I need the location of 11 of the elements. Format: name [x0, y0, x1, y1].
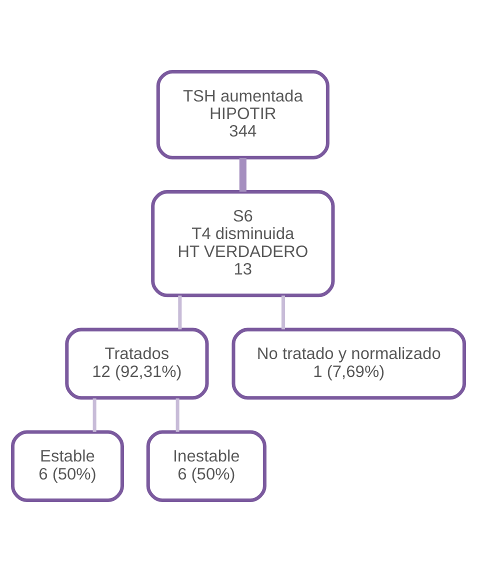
node-box: S6 T4 disminuida HT VERDADERO 13 — [151, 190, 335, 298]
connector — [176, 398, 180, 432]
connector — [281, 296, 285, 330]
node-box: Inestable 6 (50%) — [146, 430, 266, 502]
node-box: TSH aumentada HIPOTIR 344 — [156, 70, 330, 160]
node-box: No tratado y normalizado 1 (7,69%) — [232, 328, 466, 400]
connector — [239, 158, 246, 192]
connector — [92, 398, 96, 432]
connector — [178, 296, 182, 330]
node-box: Estable 6 (50%) — [10, 430, 124, 502]
node-box: Tratados 12 (92,31%) — [65, 328, 209, 400]
